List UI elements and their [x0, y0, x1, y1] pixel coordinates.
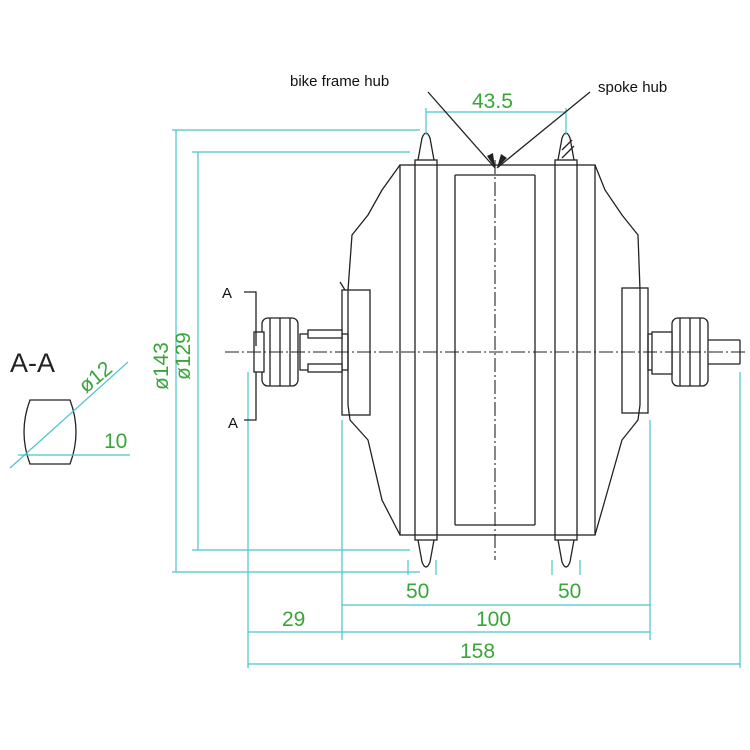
spoke-hub-label: spoke hub [598, 79, 667, 96]
bike-frame-hub-label: bike frame hub [290, 73, 389, 90]
dim-flange-right-width: 50 [558, 580, 581, 603]
dim-axle-flat: 10 [104, 430, 127, 453]
dim-axle-left-length: 29 [282, 608, 305, 631]
right-axle-nut [651, 317, 709, 387]
dim-dropout-width: 100 [476, 608, 511, 631]
dimension-lines [172, 108, 741, 668]
section-mark-bottom: A [228, 415, 238, 432]
section-title: A-A [10, 348, 55, 378]
motor-body [339, 132, 649, 568]
section-view [9, 361, 130, 469]
dim-diameter-outer: ø143 [150, 342, 173, 390]
section-mark-top: A [222, 285, 232, 302]
dim-axle-diameter: ø12 [74, 357, 117, 398]
dim-flange-left-width: 50 [406, 580, 429, 603]
dim-spoke-flange-spacing: 43.5 [472, 90, 513, 113]
dim-diameter-inner: ø129 [172, 332, 195, 380]
leader-arrows [427, 91, 591, 169]
dim-overall-length: 158 [460, 640, 495, 663]
section-markers [244, 291, 257, 421]
